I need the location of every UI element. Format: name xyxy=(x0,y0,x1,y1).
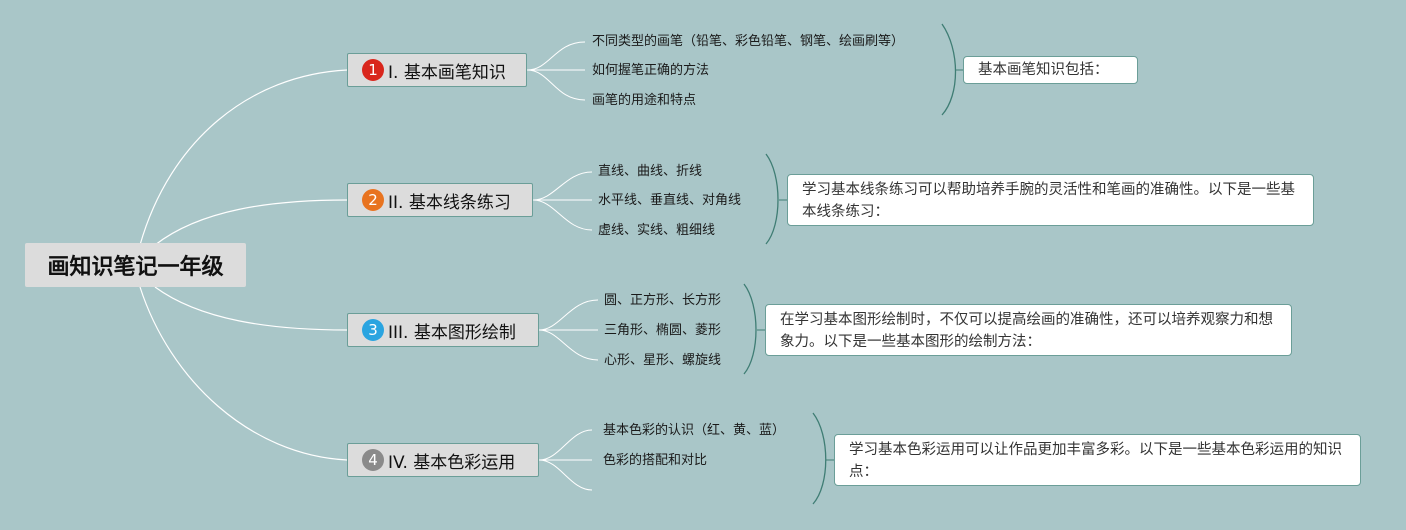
branch-4[interactable]: 4 IV. 基本色彩运用 xyxy=(347,443,539,477)
branch-1-item-1[interactable]: 不同类型的画笔（铅笔、彩色铅笔、钢笔、绘画刷等） xyxy=(592,34,905,49)
root-topic[interactable]: 画知识笔记一年级 xyxy=(25,243,246,287)
branch-2-note-text: 学习基本线条练习可以帮助培养手腕的灵活性和笔画的准确性。以下是一些基本线条练习： xyxy=(802,182,1295,220)
branch-3-item-2[interactable]: 三角形、椭圆、菱形 xyxy=(604,323,722,338)
branch-1-note[interactable]: 基本画笔知识包括： xyxy=(963,56,1138,84)
branch-1-item-3[interactable]: 画笔的用途和特点 xyxy=(592,93,697,108)
branch-1[interactable]: 1 I. 基本画笔知识 xyxy=(347,53,527,87)
branch-1-item-2[interactable]: 如何握笔正确的方法 xyxy=(592,63,710,78)
number-badge-2: 2 xyxy=(362,189,384,211)
branch-2-note[interactable]: 学习基本线条练习可以帮助培养手腕的灵活性和笔画的准确性。以下是一些基本线条练习： xyxy=(787,174,1314,226)
branch-2-item-1[interactable]: 直线、曲线、折线 xyxy=(598,164,703,179)
branch-4-note[interactable]: 学习基本色彩运用可以让作品更加丰富多彩。以下是一些基本色彩运用的知识点： xyxy=(834,434,1361,486)
branch-3-note-text: 在学习基本图形绘制时，不仅可以提高绘画的准确性，还可以培养观察力和想象力。以下是… xyxy=(780,312,1273,350)
branch-3[interactable]: 3 III. 基本图形绘制 xyxy=(347,313,539,347)
branch-label: III. 基本图形绘制 xyxy=(388,322,516,343)
branch-2[interactable]: 2 II. 基本线条练习 xyxy=(347,183,533,217)
branch-label: I. 基本画笔知识 xyxy=(388,62,506,83)
number-badge-4: 4 xyxy=(362,449,384,471)
branch-3-item-1[interactable]: 圆、正方形、长方形 xyxy=(604,293,722,308)
branch-4-item-2[interactable]: 色彩的搭配和对比 xyxy=(603,453,708,468)
branch-2-item-2[interactable]: 水平线、垂直线、对角线 xyxy=(598,193,742,208)
number-badge-3: 3 xyxy=(362,319,384,341)
branch-4-note-text: 学习基本色彩运用可以让作品更加丰富多彩。以下是一些基本色彩运用的知识点： xyxy=(849,442,1342,480)
root-title: 画知识笔记一年级 xyxy=(47,255,224,280)
branch-2-item-3[interactable]: 虚线、实线、粗细线 xyxy=(598,223,716,238)
branch-label: II. 基本线条练习 xyxy=(388,192,511,213)
branch-1-note-text: 基本画笔知识包括： xyxy=(978,62,1109,78)
branch-4-item-1[interactable]: 基本色彩的认识（红、黄、蓝） xyxy=(603,423,786,438)
branch-3-note[interactable]: 在学习基本图形绘制时，不仅可以提高绘画的准确性，还可以培养观察力和想象力。以下是… xyxy=(765,304,1292,356)
branch-3-item-3[interactable]: 心形、星形、螺旋线 xyxy=(604,353,722,368)
number-badge-1: 1 xyxy=(362,59,384,81)
branch-label: IV. 基本色彩运用 xyxy=(388,452,516,473)
